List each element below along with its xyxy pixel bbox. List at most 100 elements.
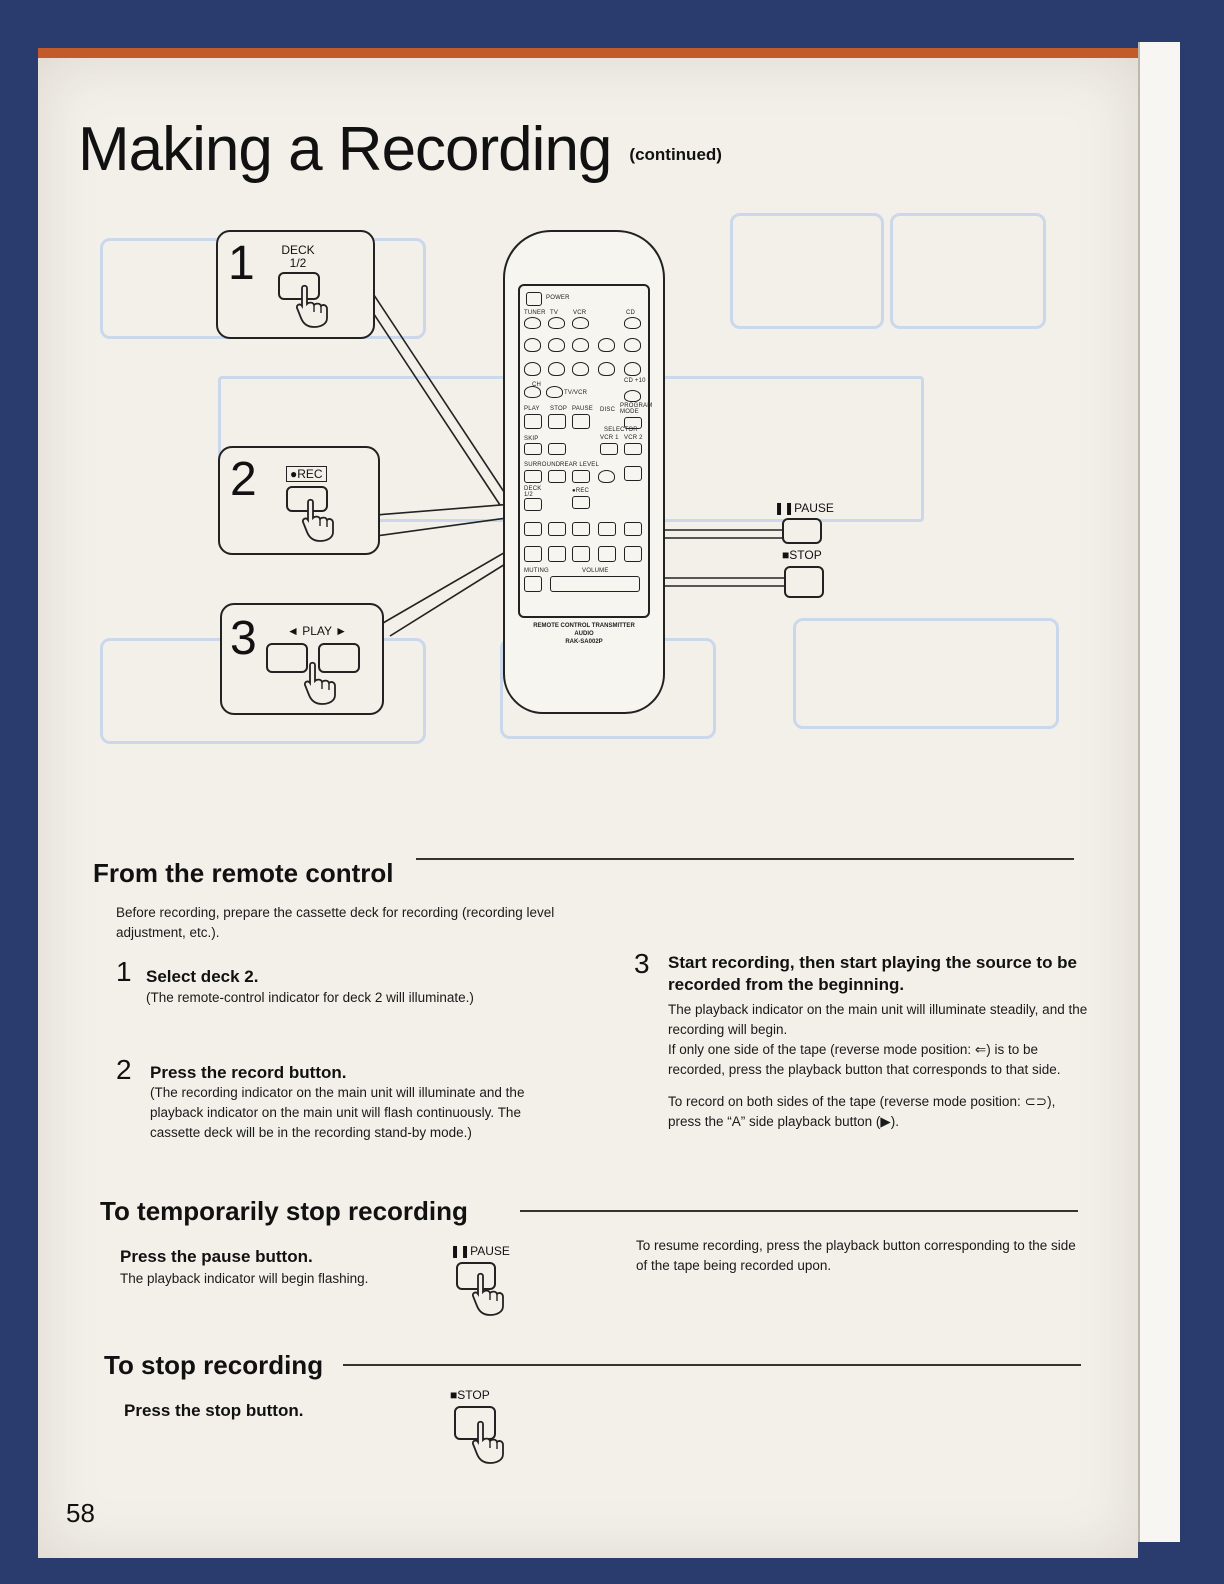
remote-skip-back-button[interactable]: [524, 443, 542, 455]
step3-number: 3: [230, 612, 257, 665]
step1-body: (The remote-control indicator for deck 2…: [146, 990, 474, 1005]
play-forward-button[interactable]: [318, 643, 360, 673]
remote-num-button[interactable]: [624, 362, 641, 376]
remote-cd-stop-button[interactable]: [548, 414, 566, 429]
rec-button[interactable]: [286, 486, 328, 512]
remote-num-button[interactable]: [572, 362, 589, 376]
remote-tv-button[interactable]: [548, 317, 565, 329]
remote-cd-play-button[interactable]: [524, 414, 542, 429]
pause-callout-button[interactable]: [782, 518, 822, 544]
pause-head: Press the pause button.: [120, 1247, 313, 1266]
title-suffix: (continued): [629, 145, 722, 164]
remote-num-button[interactable]: [598, 362, 615, 376]
remote-rec-deck1-button[interactable]: [624, 466, 642, 481]
remote-num-button[interactable]: [524, 338, 541, 352]
deck-label-line1: DECK: [281, 243, 315, 257]
step3-body1: The playback indicator on the main unit …: [668, 1002, 1088, 1037]
remote-cd-pause-button[interactable]: [572, 414, 590, 429]
remote-play-fwd-button[interactable]: [548, 546, 566, 562]
remote-ff-button[interactable]: [548, 522, 566, 536]
resume-note: To resume recording, press the playback …: [636, 1238, 1076, 1273]
step2-number: 2: [230, 453, 257, 506]
remote-ff2-button[interactable]: [624, 522, 642, 536]
step2-num: 2: [116, 1054, 132, 1085]
remote-button-panel: POWER TUNER TV VCR CD CH TV/VCR CD +10: [518, 284, 652, 618]
step2-head: Press the record button.: [150, 1063, 347, 1082]
pause-button[interactable]: [456, 1262, 496, 1290]
remote-num-button[interactable]: [548, 338, 565, 352]
deck-button[interactable]: [278, 272, 320, 300]
stop-callout-button[interactable]: [784, 566, 824, 598]
rec-label: ●REC: [286, 466, 327, 482]
hand-press-icon: [471, 1420, 504, 1464]
remote-rew2-button[interactable]: [598, 522, 616, 536]
callout-step1: 1 DECK 1/2: [216, 230, 375, 339]
remote-rear-up-button[interactable]: [572, 470, 590, 483]
remote-intro: Before recording, prepare the cassette d…: [116, 905, 555, 940]
remote-volume-button[interactable]: [550, 576, 640, 592]
step1-number: 1: [228, 237, 255, 290]
remote-surround-button[interactable]: [524, 470, 542, 483]
callout-step2: 2 ●REC: [218, 446, 380, 555]
remote-num-button[interactable]: [548, 362, 565, 376]
remote-num-button[interactable]: [598, 338, 615, 352]
remote-pause-button[interactable]: [572, 522, 590, 536]
ghost-panel: [730, 213, 884, 329]
step3-head: Start recording, then start playing the …: [668, 953, 1078, 994]
step2-body: (The recording indicator on the main uni…: [150, 1085, 525, 1140]
manual-page: Making a Recording(continued) 1 DECK 1/2: [38, 48, 1138, 1558]
section-heading-remote: From the remote control: [93, 858, 394, 888]
remote-vcr1-button[interactable]: [600, 443, 618, 455]
remote-rec-button[interactable]: [572, 496, 590, 509]
hand-press-icon: [471, 1272, 504, 1316]
remote-rear-down-button[interactable]: [548, 470, 566, 483]
remote-extra-button[interactable]: [598, 470, 615, 483]
hand-press-icon: [295, 284, 328, 328]
remote-power-button[interactable]: [526, 292, 542, 306]
section-heading-pause: To temporarily stop recording: [100, 1196, 468, 1226]
remote-rew-button[interactable]: [524, 522, 542, 536]
ghost-panel: [793, 618, 1059, 729]
remote-play2-button[interactable]: [598, 546, 616, 562]
remote-muting-button[interactable]: [524, 576, 542, 592]
pause-callout-label: ❚❚PAUSE: [774, 501, 834, 515]
pause-body: The playback indicator will begin flashi…: [120, 1271, 369, 1286]
step3-body2: If only one side of the tape (reverse mo…: [668, 1042, 1061, 1077]
remote-cd10-button[interactable]: [624, 390, 641, 402]
ghost-panel: [890, 213, 1046, 329]
remote-program-button[interactable]: [624, 417, 642, 429]
remote-num-button[interactable]: [624, 338, 641, 352]
remote-play-rev-button[interactable]: [524, 546, 542, 562]
remote-stop2-button[interactable]: [624, 546, 642, 562]
stop-button[interactable]: [454, 1406, 496, 1440]
remote-num-button[interactable]: [572, 338, 589, 352]
section-rule: [416, 858, 1074, 860]
play-reverse-button[interactable]: [266, 643, 308, 673]
ghost-heading: [93, 786, 102, 825]
remote-skip-fwd-button[interactable]: [548, 443, 566, 455]
remote-power-label: POWER: [546, 295, 570, 301]
page-number: 58: [66, 1498, 95, 1528]
stop-button-label: ■STOP: [450, 1388, 490, 1402]
remote-vcr-button[interactable]: [572, 317, 589, 329]
section-heading-stop: To stop recording: [104, 1350, 324, 1380]
step3-body3: To record on both sides of the tape (rev…: [668, 1094, 1056, 1129]
remote-ch-down-button[interactable]: [524, 386, 541, 398]
remote-num-button[interactable]: [524, 362, 541, 376]
remote-control: POWER TUNER TV VCR CD CH TV/VCR CD +10: [503, 230, 665, 714]
section-rule: [520, 1210, 1078, 1212]
callout-step3: 3 ◄ PLAY ►: [220, 603, 384, 715]
hand-press-icon: [301, 498, 334, 542]
remote-model-label: REMOTE CONTROL TRANSMITTER AUDIO RAK-SA0…: [533, 623, 635, 645]
remote-stop-button[interactable]: [572, 546, 590, 562]
remote-ch-up-button[interactable]: [546, 386, 563, 398]
remote-deck-button[interactable]: [524, 498, 542, 511]
remote-vcr2-button[interactable]: [624, 443, 642, 455]
remote-cd-button[interactable]: [624, 317, 641, 329]
page-title: Making a Recording(continued): [78, 115, 722, 184]
section-rule: [343, 1364, 1081, 1366]
deck-label: DECK 1/2: [278, 244, 318, 270]
hand-press-icon: [303, 661, 336, 705]
remote-tuner-button[interactable]: [524, 317, 541, 329]
pause-button-label: ❚❚PAUSE: [450, 1244, 510, 1258]
